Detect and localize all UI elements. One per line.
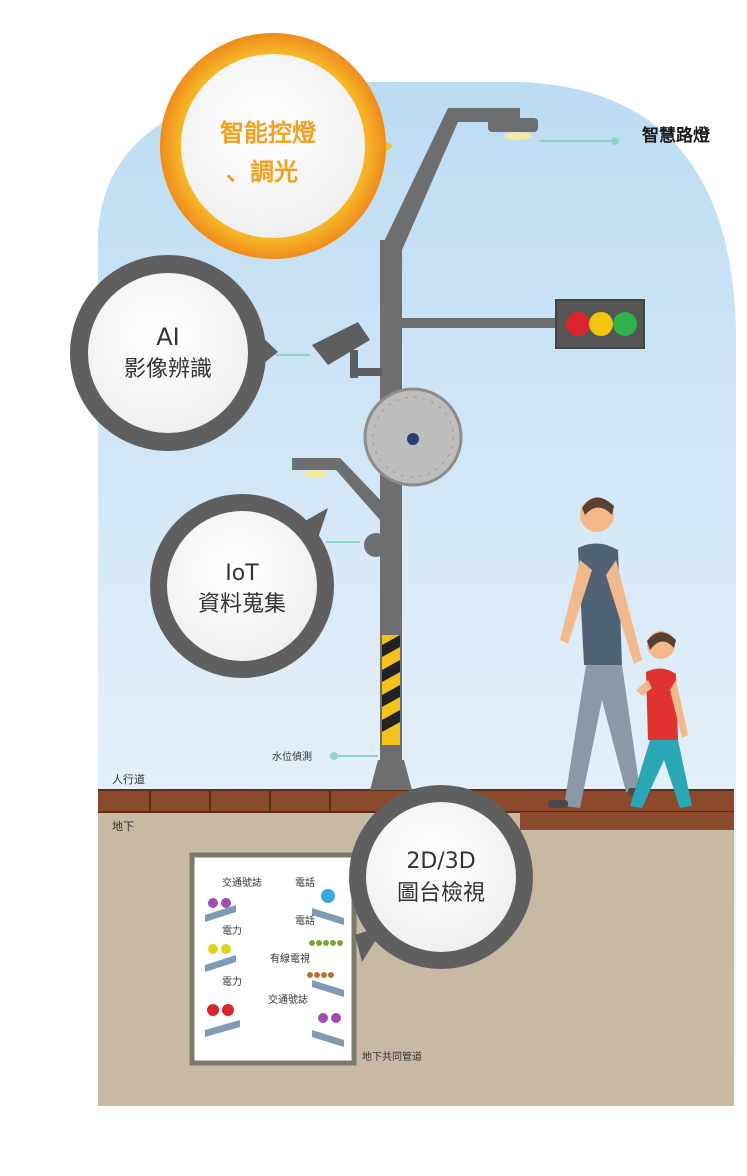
tunnel-label-cable-tv: 有線電視 <box>270 952 310 965</box>
smart-light-control-line-1: 智能控燈 <box>220 119 317 147</box>
tunnel-label-traffic-signal-2: 交通號誌 <box>268 993 308 1006</box>
bubble-ai-image-recognition: AI 影像辨識 <box>70 255 278 451</box>
map-subtitle: 圖台檢視 <box>397 881 485 906</box>
street-pole <box>292 108 560 790</box>
map-title: 2D/3D <box>406 849 475 874</box>
cctv-camera <box>312 322 382 378</box>
smart-light-control-line-2: 、調光 <box>226 158 298 186</box>
pedestrian-child <box>630 631 692 808</box>
pedestrian-adult <box>548 497 650 808</box>
smart-streetlight-label: 智慧路燈 <box>642 125 711 146</box>
iot-title: IoT <box>225 561 259 586</box>
tunnel-label-power-1: 電力 <box>222 924 242 937</box>
sidewalk-label: 人行道 <box>112 772 145 786</box>
traffic-light <box>555 299 645 349</box>
iot-subtitle: 資料蒐集 <box>198 592 286 617</box>
utility-tunnel-label: 地下共同管道 <box>362 1050 422 1063</box>
utility-tunnel <box>189 852 357 1066</box>
streetlight-lamp-glow <box>504 132 532 140</box>
tunnel-label-power-2: 電力 <box>222 975 242 988</box>
tunnel-label-telecom-1: 電話 <box>295 876 315 889</box>
underground-label: 地下 <box>112 820 134 833</box>
bubble-iot-data-collection: IoT 資料蒐集 <box>150 494 334 678</box>
ai-title: AI <box>156 323 180 351</box>
ai-subtitle: 影像辨識 <box>124 357 212 382</box>
tunnel-label-telecom-2: 電話 <box>295 914 315 927</box>
water-level-label: 水位偵測 <box>272 750 312 763</box>
tunnel-label-traffic-signal-1: 交通號誌 <box>222 876 262 889</box>
iot-sensor-disc <box>363 387 463 487</box>
iot-node <box>364 533 388 557</box>
bubble-2d3d-map-view: 2D/3D 圖台檢視 <box>349 785 533 969</box>
bubble-smart-light-control: 智能控燈 、調光 <box>160 33 393 259</box>
